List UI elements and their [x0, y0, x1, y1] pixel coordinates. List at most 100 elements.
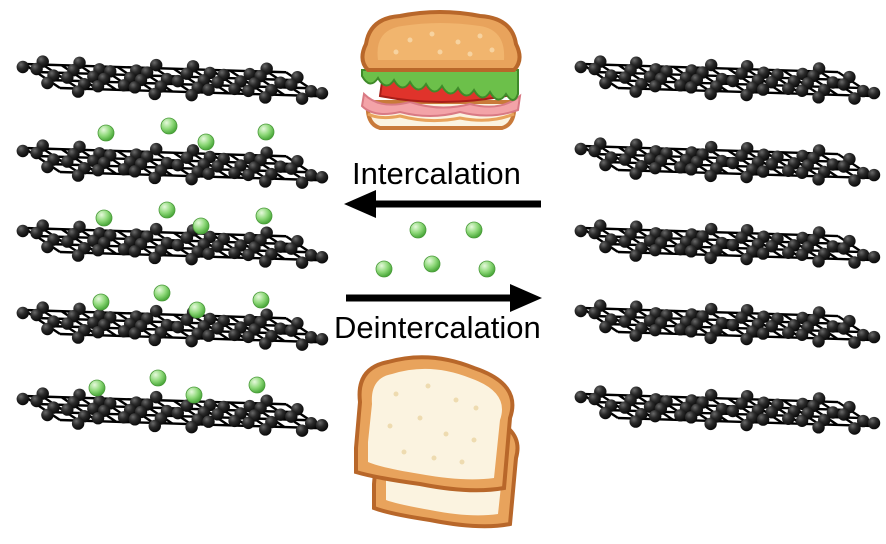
carbon-atom: [826, 240, 840, 253]
carbon-atom: [41, 240, 54, 254]
carbon-atom: [848, 422, 861, 435]
carbon-atom: [826, 158, 840, 171]
carbon-atom: [848, 336, 861, 349]
intercalant-ions: [88, 117, 496, 404]
ion: [409, 221, 427, 239]
carbon-atom: [826, 406, 840, 419]
carbon-atom: [867, 416, 881, 430]
carbon-atom: [305, 331, 318, 344]
carbon-atom: [795, 414, 809, 427]
carbon-atom: [117, 243, 131, 256]
carbon-atom: [648, 243, 662, 257]
carbon-atom: [826, 76, 840, 89]
carbon-atom: [202, 329, 215, 342]
carbon-atom: [629, 85, 642, 98]
ion: [188, 301, 206, 319]
graphene-layer: [16, 301, 329, 351]
carbon-atom: [30, 226, 43, 240]
carbon-atom: [211, 160, 224, 173]
carbon-atom: [837, 242, 850, 255]
carbon-atom: [295, 338, 309, 351]
carbon-atom: [618, 153, 632, 166]
carbon-atom: [674, 243, 687, 256]
ion: [95, 209, 113, 227]
carbon-atom: [30, 146, 43, 160]
carbon-atom: [629, 329, 642, 342]
carbon-atom: [128, 245, 142, 258]
carbon-atom: [243, 151, 256, 165]
carbon-atom: [305, 249, 318, 262]
carbon-atom: [150, 222, 163, 236]
carbon-atom: [148, 171, 161, 185]
carbon-atom: [588, 62, 601, 76]
carbon-atom: [812, 91, 825, 104]
carbon-atom: [857, 248, 870, 262]
carbon-atom: [243, 399, 256, 413]
carbon-atom: [629, 249, 642, 262]
intercalation-label: Intercalation: [352, 156, 521, 191]
carbon-atom: [305, 417, 318, 430]
carbon-atom: [16, 60, 29, 74]
carbon-atom: [180, 399, 194, 412]
carbon-atom: [150, 58, 163, 72]
carbon-atom: [704, 331, 717, 345]
ion: [257, 123, 275, 141]
carbon-atom: [643, 152, 657, 165]
carbon-atom: [674, 409, 687, 422]
carbon-atom: [837, 322, 850, 335]
carbon-atom: [211, 322, 224, 335]
carbon-atom: [171, 406, 184, 420]
carbon-atom: [228, 166, 241, 180]
carbon-atom: [41, 160, 54, 174]
carbon-atom: [185, 252, 198, 266]
carbon-atom: [599, 158, 612, 172]
carbon-atom: [61, 71, 74, 84]
carbon-atom: [795, 328, 809, 341]
carbon-atom: [274, 322, 287, 335]
carbon-atom: [87, 234, 100, 247]
graphene-layer: [16, 387, 329, 437]
carbon-atom: [117, 163, 131, 176]
carbon-atom: [765, 319, 778, 333]
carbon-atom: [259, 91, 272, 104]
carbon-atom: [243, 67, 256, 81]
carbon-atom: [796, 397, 809, 411]
graphene-layer: [16, 55, 329, 105]
carbon-atom: [756, 247, 770, 260]
carbon-atom: [16, 224, 29, 238]
ion: [97, 124, 115, 142]
carbon-atom: [574, 304, 587, 318]
carbon-atom: [185, 420, 198, 434]
carbon-atom: [202, 415, 215, 428]
carbon-atom: [242, 168, 255, 182]
ion: [92, 293, 110, 311]
carbon-atom: [735, 67, 748, 80]
ion: [158, 201, 176, 219]
carbon-atom: [117, 79, 131, 92]
carbon-atom: [588, 226, 601, 240]
carbon-atom: [150, 390, 163, 404]
carbon-atom: [242, 330, 255, 344]
carbon-atom: [867, 86, 881, 100]
carbon-atom: [41, 322, 54, 336]
carbon-atom: [87, 402, 100, 415]
carbon-atom: [705, 58, 718, 72]
carbon-atom: [705, 302, 718, 316]
carbon-atom: [848, 92, 861, 105]
carbon-atom: [71, 249, 85, 262]
carbon-atom: [782, 82, 795, 95]
carbon-atom: [16, 392, 29, 406]
carbon-atom: [285, 242, 298, 255]
ion: [478, 260, 496, 278]
carbon-atom: [848, 256, 861, 269]
carbon-atom: [765, 405, 778, 419]
carbon-atom: [87, 316, 100, 329]
carbon-atom: [285, 162, 298, 175]
carbon-atom: [274, 240, 287, 253]
carbon-atom: [295, 424, 309, 437]
carbon-atom: [618, 71, 632, 84]
carbon-atom: [726, 404, 739, 418]
carbon-atom: [243, 313, 256, 327]
carbon-atom: [740, 252, 753, 266]
